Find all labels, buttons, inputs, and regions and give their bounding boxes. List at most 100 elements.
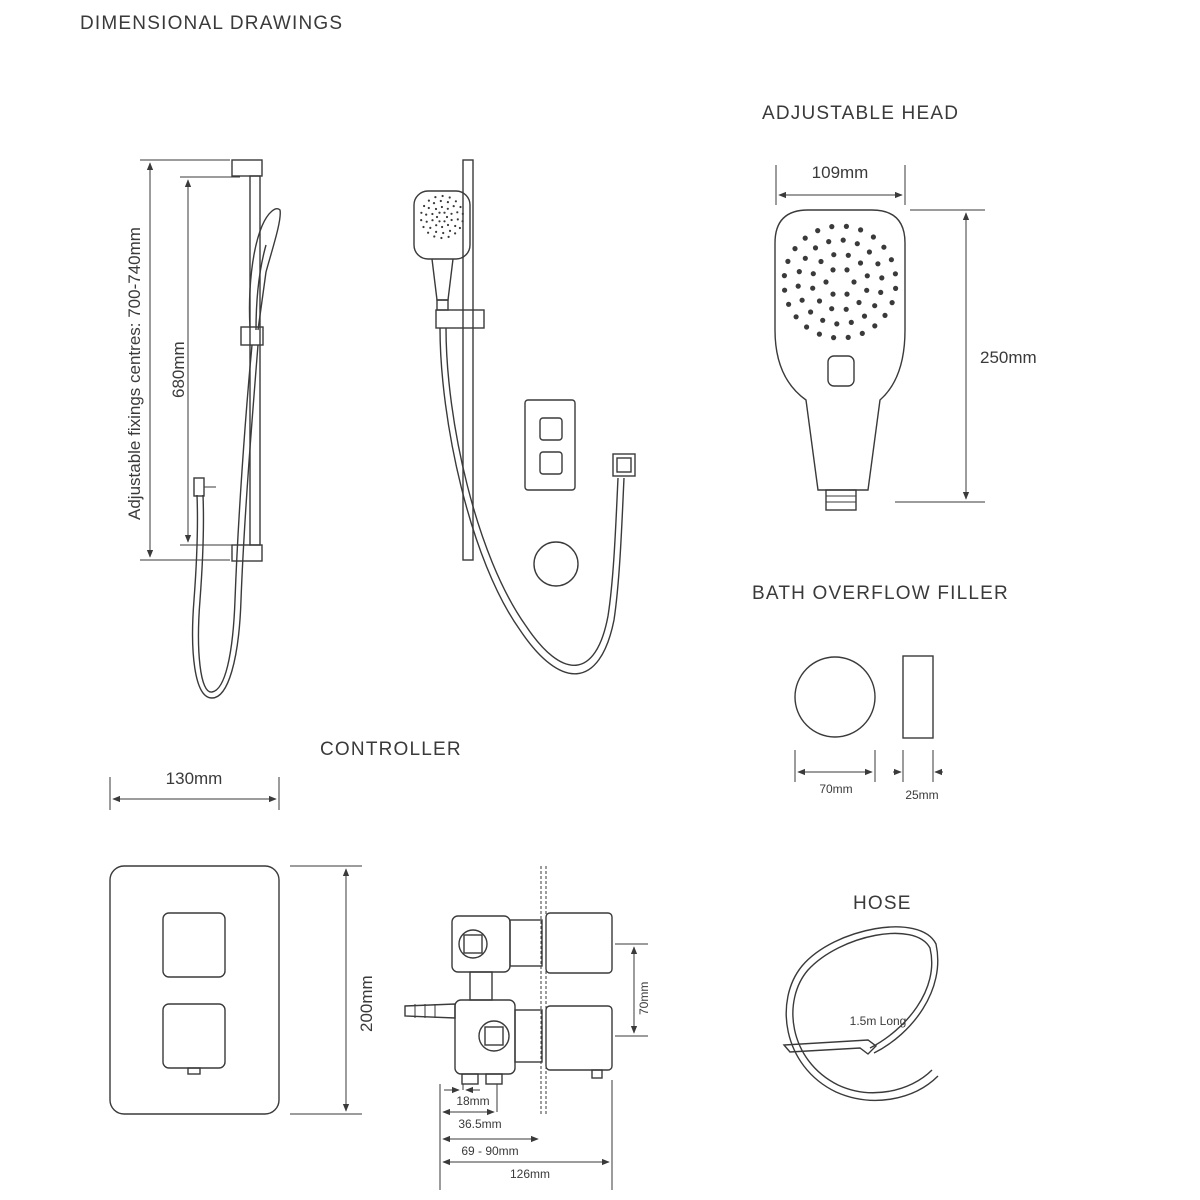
nozzle-dot <box>878 289 884 295</box>
hose-length-label: 1.5m Long <box>850 1014 907 1028</box>
nozzle-dot <box>816 331 823 337</box>
nozzle-dot <box>427 206 430 210</box>
nozzle-dot <box>882 312 888 318</box>
nozzle-dot <box>793 314 799 320</box>
nozzle-dot <box>434 196 437 199</box>
nozzle-dot <box>454 224 457 228</box>
nozzle-dot <box>447 235 450 238</box>
nozzle-dot <box>823 279 829 285</box>
nozzle-dot <box>438 220 441 223</box>
nozzle-dot <box>870 234 877 240</box>
nozzle-dot <box>843 306 849 312</box>
controller-height-label: 200mm <box>357 975 376 1032</box>
main-heading: DIMENSIONAL DRAWINGS <box>80 13 343 34</box>
nozzle-dot <box>452 205 455 208</box>
overflow-depth-label: 25mm <box>905 788 938 802</box>
nozzle-dot <box>881 244 887 250</box>
nozzle-dot <box>456 211 459 214</box>
nozzle-dot <box>435 230 438 233</box>
nozzle-dot <box>804 324 810 330</box>
nozzle-dot <box>431 212 434 216</box>
controller-front-drawing: 130mm 200mm <box>109 769 376 1115</box>
nozzle-dot <box>441 225 444 229</box>
nozzle-dot <box>441 194 444 198</box>
nozzle-dot <box>812 245 819 251</box>
nozzle-dot <box>879 275 885 281</box>
dim-18mm-label: 18mm <box>456 1094 489 1108</box>
nozzle-dot <box>889 300 895 306</box>
nozzle-dot <box>845 334 851 340</box>
controller-heading: CONTROLLER <box>320 739 462 760</box>
hose-heading: HOSE <box>853 893 912 914</box>
nozzle-dot <box>830 291 836 297</box>
nozzle-dot <box>810 271 816 277</box>
nozzle-dot <box>861 313 868 319</box>
nozzle-dot <box>456 218 459 221</box>
dim-36-5mm-label: 36.5mm <box>458 1117 501 1131</box>
nozzle-dot <box>446 223 450 227</box>
controller-width-label: 130mm <box>166 769 223 788</box>
nozzle-dot <box>851 279 857 285</box>
nozzle-dot <box>834 321 840 327</box>
adjustable-head-drawing: 109mm 250mm <box>774 163 1037 511</box>
nozzle-dot <box>433 235 436 238</box>
nozzle-dot <box>858 227 864 233</box>
nozzle-dot <box>458 226 461 230</box>
nozzle-dot <box>808 309 814 315</box>
nozzle-dot <box>782 287 788 293</box>
nozzle-dot <box>795 283 801 289</box>
overflow-diameter-label: 70mm <box>819 782 852 796</box>
slide-rail-drawing: Adjustable fixings centres: 700-740mm 68… <box>125 159 281 699</box>
nozzle-dot <box>799 297 805 303</box>
nozzle-dot <box>435 224 438 227</box>
nozzle-dot <box>888 257 895 263</box>
head-height-label: 250mm <box>980 348 1037 367</box>
nozzle-dot <box>454 232 457 235</box>
nozzle-dot <box>844 267 850 273</box>
nozzle-dot <box>859 330 865 336</box>
nozzle-dot <box>448 229 452 232</box>
nozzle-dot <box>892 271 899 277</box>
nozzle-dot <box>422 225 425 229</box>
bath-overflow-drawing: 70mm 25mm <box>794 655 943 802</box>
bath-overflow-heading: BATH OVERFLOW FILLER <box>752 583 1009 604</box>
nozzle-dot <box>785 258 791 264</box>
nozzle-dot <box>443 211 446 214</box>
nozzle-dot <box>442 231 445 235</box>
nozzle-dot <box>810 285 816 291</box>
nozzle-dot <box>461 220 464 223</box>
nozzle-dot <box>820 317 826 323</box>
nozzle-dot <box>856 299 862 306</box>
adjustable-head-heading: ADJUSTABLE HEAD <box>762 103 959 124</box>
controller-valve-side-drawing: 70mm 18mm 36.5mm 69 - 90mm 126mm <box>404 866 651 1190</box>
nozzle-dot <box>781 273 788 279</box>
nozzle-dot <box>843 223 850 229</box>
nozzle-dot <box>831 252 837 258</box>
nozzle-dot <box>815 228 821 234</box>
nozzle-dot <box>796 269 802 275</box>
nozzle-dot <box>854 241 860 247</box>
nozzle-dot <box>875 261 881 267</box>
nozzle-dot <box>864 273 870 279</box>
valve-spacing-label: 70mm <box>637 982 651 1015</box>
nozzle-dot <box>831 335 837 341</box>
nozzle-dot <box>792 246 798 252</box>
head-width-label: 109mm <box>812 163 869 182</box>
nozzle-dot <box>872 303 878 309</box>
nozzle-dot <box>425 213 428 216</box>
dim-69-90mm-label: 69 - 90mm <box>461 1144 518 1158</box>
nozzle-dot <box>438 211 441 214</box>
nozzle-dot <box>866 249 873 255</box>
nozzle-dot <box>446 207 449 210</box>
dim-126mm-label: 126mm <box>510 1167 550 1181</box>
nozzle-dot <box>435 215 439 219</box>
nozzle-dot <box>443 220 446 223</box>
fixings-centres-label: Adjustable fixings centres: 700-740mm <box>125 227 144 520</box>
nozzle-dot <box>857 260 864 266</box>
nozzle-dot <box>864 287 870 293</box>
nozzle-dot <box>420 219 423 222</box>
nozzle-dot <box>829 306 835 312</box>
nozzle-dot <box>446 201 449 204</box>
